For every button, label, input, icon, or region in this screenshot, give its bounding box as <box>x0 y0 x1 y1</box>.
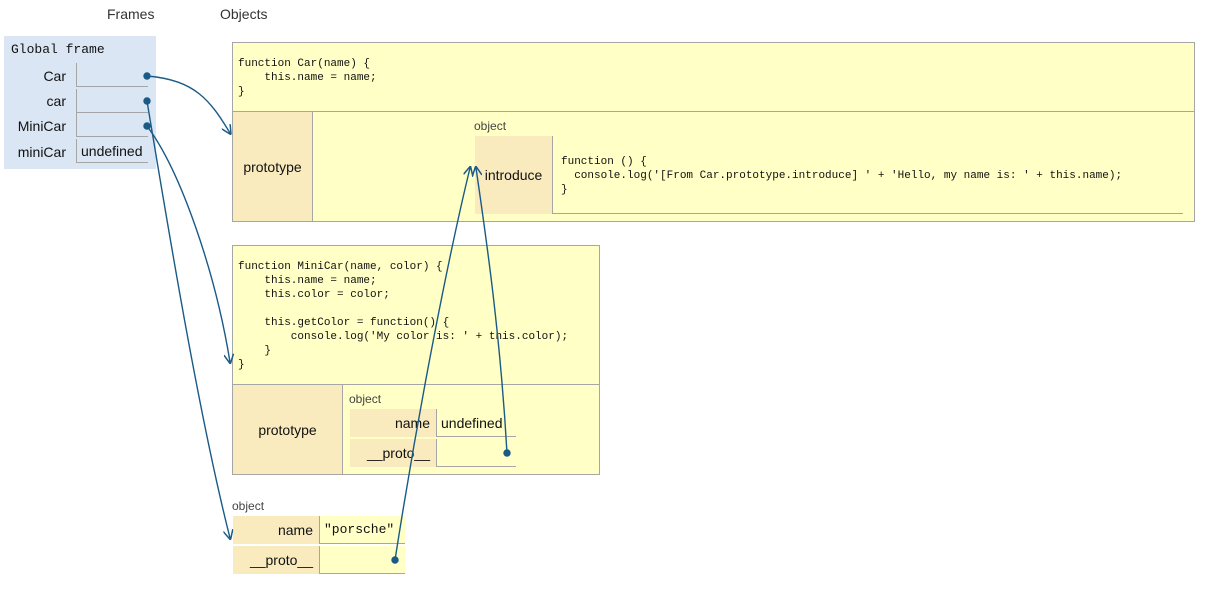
car-prototype-label: prototype <box>233 111 313 221</box>
global-frame <box>4 36 156 169</box>
introduce-function-code: function () { console.log('[From Car.pro… <box>561 156 1123 196</box>
introduce-underline <box>553 213 1183 214</box>
car-instance-label: object <box>232 499 265 513</box>
global-frame-title: Global frame <box>11 42 105 57</box>
introduce-key: introduce <box>475 136 553 214</box>
car-instance-proto-pointer-arrow <box>394 168 470 561</box>
var-name-car-fn: Car <box>43 68 66 84</box>
minicar-function-code: function MiniCar(name, color) { this.nam… <box>238 261 569 371</box>
car-fn-pointer-arrow <box>146 75 230 133</box>
minicar-prototype-label: prototype <box>233 384 343 474</box>
car-pointer-arrow <box>146 100 230 538</box>
minicar-divider <box>343 384 599 385</box>
var-name-minicar-fn: MiniCar <box>17 118 66 134</box>
var-slot-car <box>76 89 148 113</box>
objects-header: Objects <box>220 6 268 22</box>
var-slot-minicar-fn <box>76 113 148 137</box>
car-instance-key-proto: __proto__ <box>233 546 319 574</box>
frames-header: Frames <box>107 6 155 22</box>
minicar-fn-pointer-arrow <box>146 125 230 362</box>
var-name-car: car <box>46 93 66 109</box>
car-function-code: function Car(name) { this.name = name; } <box>238 58 377 98</box>
minicar-proto-object-label: object <box>349 392 382 406</box>
car-function-box <box>232 42 1195 222</box>
var-slot-minicar: undefined <box>76 139 148 163</box>
var-slot-car-fn <box>76 63 148 87</box>
minicar-proto-key-name: name <box>350 409 436 437</box>
minicar-proto-val-proto <box>436 439 516 467</box>
minicar-proto-val-name: undefined <box>436 409 516 437</box>
car-instance-val-name: "porsche" <box>319 516 405 544</box>
minicar-proto-key-proto: __proto__ <box>350 439 436 467</box>
var-name-minicar: miniCar <box>17 144 66 160</box>
car-divider <box>313 111 1194 112</box>
car-proto-object-label: object <box>474 119 507 133</box>
minicar-proto-pointer-arrow <box>476 168 508 454</box>
car-instance-val-proto <box>319 546 405 574</box>
car-instance-key-name: name <box>233 516 319 544</box>
